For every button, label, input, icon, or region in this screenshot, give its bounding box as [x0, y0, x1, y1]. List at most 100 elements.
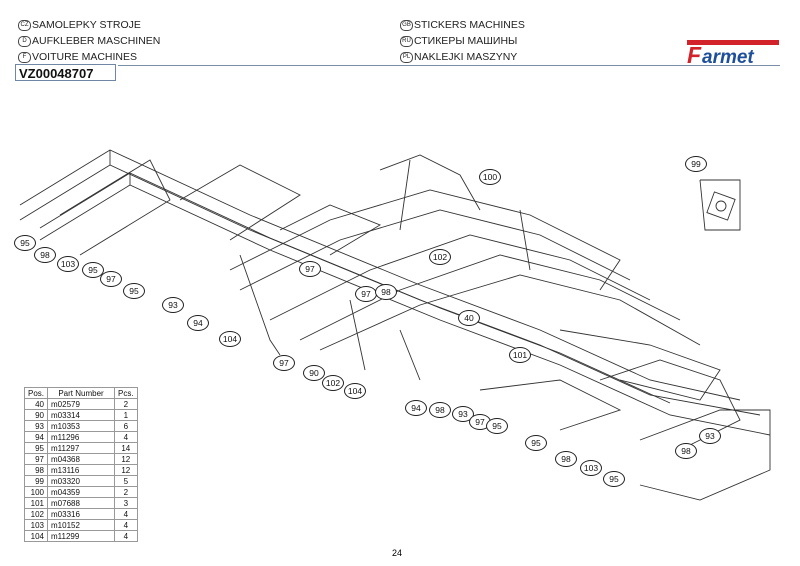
- callout: 93: [452, 406, 474, 422]
- title-text: NAKLEJKI MASZYNY: [414, 51, 518, 63]
- col-part-number: Part Number: [47, 387, 116, 399]
- callout: 104: [344, 383, 366, 399]
- part-number-cell: m11297: [47, 442, 116, 454]
- col-pos: Pos.: [23, 387, 49, 399]
- pos-cell: 40: [23, 398, 49, 410]
- callout: 95: [603, 471, 625, 487]
- pcs-cell: 3: [114, 497, 138, 509]
- document-code: VZ00048707: [15, 64, 116, 81]
- pcs-cell: 14: [114, 442, 138, 454]
- callout: 95: [82, 262, 104, 278]
- pcs-cell: 4: [114, 519, 138, 531]
- part-number-cell: m11299: [47, 530, 116, 542]
- frame-left: [19, 149, 771, 501]
- pcs-cell: 12: [114, 464, 138, 476]
- col-pcs: Pcs.: [114, 387, 138, 399]
- pos-cell: 94: [23, 431, 49, 443]
- callout: 93: [162, 297, 184, 313]
- part-number-cell: m10152: [47, 519, 116, 531]
- pcs-cell: 4: [114, 508, 138, 520]
- callout: 99: [685, 156, 707, 172]
- farmet-logo: F armet: [687, 40, 779, 66]
- part-number-cell: m04368: [47, 453, 116, 465]
- callout: 97: [355, 286, 377, 302]
- callout: 95: [14, 235, 36, 251]
- title-text: STICKERS MACHINES: [414, 19, 525, 31]
- part-number-cell: m03314: [47, 409, 116, 421]
- callout: 100: [479, 169, 501, 185]
- pcs-cell: 4: [114, 431, 138, 443]
- callout: 95: [525, 435, 547, 451]
- callout: 102: [322, 375, 344, 391]
- callout: 104: [219, 331, 241, 347]
- callout: 103: [57, 256, 79, 272]
- title-text: SAMOLEPKY STROJE: [32, 19, 141, 31]
- callout: 97: [469, 414, 491, 430]
- svg-text:F: F: [687, 42, 702, 66]
- callout: 98: [375, 284, 397, 300]
- callout: 97: [273, 355, 295, 371]
- callout: 102: [429, 249, 451, 265]
- callout: 94: [187, 315, 209, 331]
- pcs-cell: 12: [114, 453, 138, 465]
- pos-cell: 99: [23, 475, 49, 487]
- callout: 94: [405, 400, 427, 416]
- callout: 93: [699, 428, 721, 444]
- flag-gb-icon: GB: [400, 19, 413, 31]
- pcs-cell: 2: [114, 398, 138, 410]
- callout: 98: [34, 247, 56, 263]
- part-number-cell: m10353: [47, 420, 116, 432]
- flag-f-icon: F: [18, 51, 31, 63]
- pos-cell: 102: [23, 508, 49, 520]
- part-number-cell: m04359: [47, 486, 116, 498]
- part-number-cell: m03316: [47, 508, 116, 520]
- pos-cell: 100: [23, 486, 49, 498]
- pcs-cell: 4: [114, 530, 138, 542]
- pos-cell: 90: [23, 409, 49, 421]
- title-text: AUFKLEBER MASCHINEN: [32, 35, 161, 47]
- title-text: VOITURE MACHINES: [32, 51, 138, 63]
- pcs-cell: 1: [114, 409, 138, 421]
- flag-cz-icon: CZ: [18, 19, 31, 31]
- flag-d-icon: D: [18, 35, 31, 47]
- callout: 103: [580, 460, 602, 476]
- pcs-cell: 5: [114, 475, 138, 487]
- part-number-cell: m07688: [47, 497, 116, 509]
- pos-cell: 97: [23, 453, 49, 465]
- title-text: СТИКЕРЫ МАШИНЫ: [414, 35, 518, 47]
- pos-cell: 101: [23, 497, 49, 509]
- callout: 95: [486, 418, 508, 434]
- callout: 97: [299, 261, 321, 277]
- pos-cell: 93: [23, 420, 49, 432]
- table-header-row: Pos. Part Number Pcs.: [23, 387, 138, 399]
- callout: 40: [458, 310, 480, 326]
- flag-pl-icon: PL: [400, 51, 413, 63]
- sticker-99-image: [699, 179, 741, 231]
- callout: 98: [555, 451, 577, 467]
- part-number-cell: m02579: [47, 398, 116, 410]
- page-number: 24: [392, 548, 403, 558]
- callout: 90: [303, 365, 325, 381]
- part-number-cell: m11296: [47, 431, 116, 443]
- pos-cell: 103: [23, 519, 49, 531]
- pos-cell: 104: [23, 530, 49, 542]
